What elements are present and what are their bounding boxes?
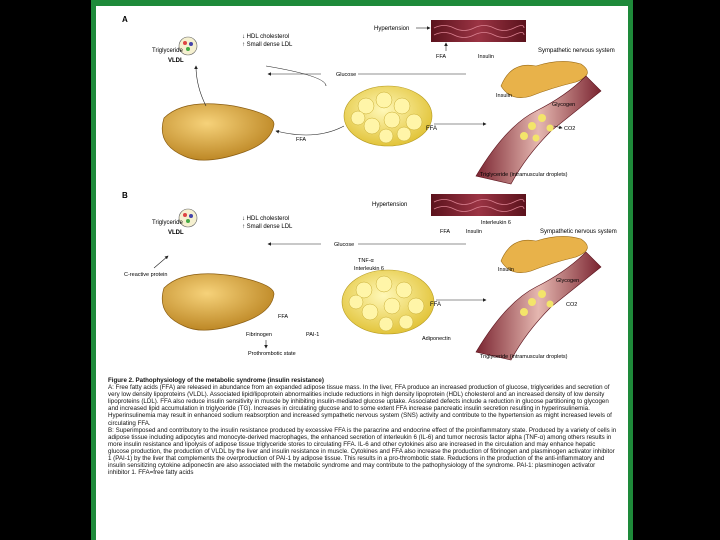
adipose-tissue-b-icon [341,269,435,335]
pancreas-icon [500,61,588,98]
glycogen-b-label: Glycogen [556,278,579,284]
glucose-b-label: Glucose [334,242,354,248]
prothrombotic-label: Prothrombotic state [248,351,296,357]
glucose-label: Glucose [336,72,356,78]
crp-label: C-reactive protein [124,272,167,278]
insulin-mid-label: Insulin [496,93,512,99]
liver-b-icon [161,273,275,331]
panel-a-letter: A [122,15,128,24]
triglyceride-label: Triglyceride [152,48,183,54]
caption-paragraph-b: B: Superimposed and contributory to the … [108,426,617,477]
hdl-b-label: ↓ HDL cholesterol [242,216,289,222]
panel-b: B Triglyceride VLDL ↓ HDL cholesterol ↑ … [122,191,617,361]
co2-b-label: CO2 [566,302,577,308]
fibrinogen-label: Fibrinogen [246,332,272,338]
triglyceride-droplets-label: Triglyceride (intramuscular droplets) [480,172,568,178]
ffa-top-label: FFA [436,54,446,60]
ffa-low-label: FFA [296,137,306,143]
adiponectin-label: Adiponectin [422,336,451,342]
panel-a: A Triglyceride VLDL ↓ HDL cholesterol ↑ … [122,15,615,185]
il6-top-label: Interleukin 6 [481,220,511,226]
hdl-label: ↓ HDL cholesterol [242,34,289,40]
ffa-top-b-label: FFA [440,229,450,235]
co2-label: CO2 [564,126,575,132]
sns-label: Sympathetic nervous system [538,48,615,54]
vldl-b-label: VLDL [168,230,184,236]
hypertension-b-label: Hypertension [372,202,407,208]
vldl-label: VLDL [168,58,184,64]
insulin-top-label: Insulin [478,54,494,60]
muscle-fiber-icon [475,75,602,185]
figure-caption: Figure 2. Pathophysiology of the metabol… [108,377,618,476]
paper-page: A Triglyceride VLDL ↓ HDL cholesterol ↑ … [96,6,628,540]
vessel-band [431,20,526,42]
liver-icon [161,103,275,161]
vessel-band-b [431,194,526,216]
il6-mid-label: Interleukin 6 [354,266,384,272]
insulin-top-b-label: Insulin [466,229,482,235]
ffa-mid-label: FFA [426,126,437,132]
triglyceride-droplets-text: Triglyceride (intramuscular droplets) [480,172,568,178]
panel-b-letter: B [122,191,128,200]
insulin-mid-b-label: Insulin [498,267,514,273]
hypertension-label: Hypertension [374,26,409,32]
muscle-fiber-b-icon [475,251,602,361]
triglyceride-droplets-b-label: Triglyceride (intramuscular droplets) [480,354,568,360]
lipoprotein-particle-b-icon [178,208,198,228]
sns-b-label: Sympathetic nervous system [540,229,617,235]
glycogen-label: Glycogen [552,102,575,108]
triglyceride-b-label: Triglyceride [152,220,183,226]
pancreas-b-icon [500,236,588,273]
ldl-label: ↑ Small dense LDL [242,42,293,48]
ldl-b-label: ↑ Small dense LDL [242,224,293,230]
ffa-mid-b-label: FFA [430,302,441,308]
adipose-tissue-icon [343,85,433,147]
figure-diagram: A Triglyceride VLDL ↓ HDL cholesterol ↑ … [122,15,617,361]
ffa-low-b-label: FFA [278,314,288,320]
caption-title: Figure 2. Pathophysiology of the metabol… [108,377,324,384]
lipoprotein-particle-icon [178,36,198,56]
caption-paragraph-a: A: Free fatty acids (FFA) are released i… [108,384,612,427]
pai1-label: PAI-1 [306,332,319,338]
tnf-label: TNF-α [358,258,375,264]
